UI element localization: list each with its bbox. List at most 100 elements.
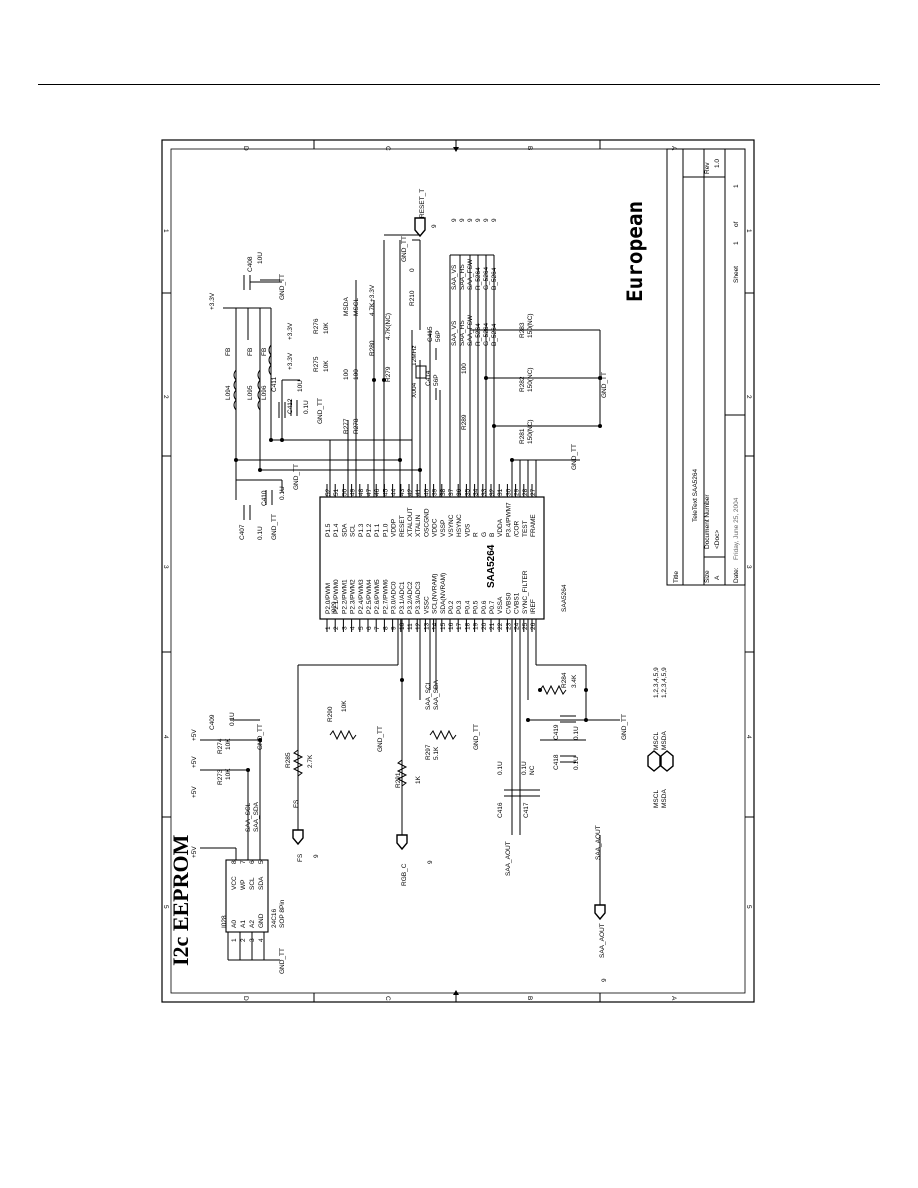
ic-pin-number: 7 bbox=[374, 626, 381, 630]
label-r284-value: 3.4K bbox=[571, 674, 578, 688]
ic-pin-number: 26 bbox=[530, 622, 537, 630]
ic-pin-name: P2.2/PWM1 bbox=[341, 579, 348, 614]
label-reset-sheet: 9 bbox=[431, 224, 438, 228]
saa-aout-connector-icon bbox=[594, 904, 606, 921]
frame-letter-d-top: D bbox=[242, 146, 249, 151]
ic-pin-name: P3.0/ADC0 bbox=[391, 581, 398, 614]
inner-frame bbox=[170, 148, 746, 994]
rev-value: 1.0 bbox=[714, 159, 721, 168]
label-c416-value: 0.1U bbox=[497, 761, 504, 775]
outer-frame bbox=[161, 139, 755, 1003]
ic-pin-number: 21 bbox=[489, 622, 496, 630]
label-r281-value: 150(NC) bbox=[527, 419, 534, 444]
ic-pins: 1P2.0/PWM2P2.1/PWM03P2.2/PWM14P2.3/PWM25… bbox=[325, 484, 537, 632]
label-mscl-top: MSCL bbox=[353, 298, 360, 316]
ic-pin-name: P2.7/PWM6 bbox=[382, 579, 389, 614]
ic-pin-number: 31 bbox=[497, 488, 504, 496]
ic-pin-number: 20 bbox=[481, 622, 488, 630]
label-l094: L094 bbox=[225, 385, 232, 400]
label-gnd-c408: GND_TT bbox=[279, 274, 286, 300]
eeprom-part: 24C16 bbox=[271, 908, 278, 928]
ic-pin-name: P3.2/ADC2 bbox=[407, 581, 414, 614]
ic-pin-name: P3.3/ADC3 bbox=[415, 581, 422, 614]
label-c414: C414 bbox=[425, 370, 432, 386]
frame-letter-b-top: B bbox=[526, 146, 533, 150]
frame-letter-c-bottom: C bbox=[384, 996, 391, 1001]
ic-pin-number: 11 bbox=[407, 623, 414, 630]
label-c407-value: 0.1U bbox=[257, 526, 264, 540]
ic-pin-name: P2.5/PWM4 bbox=[366, 579, 373, 614]
label-r289-value: 100 bbox=[461, 363, 468, 374]
reset-connector-icon bbox=[414, 217, 426, 238]
ic-pin-name: P0.2 bbox=[448, 600, 455, 614]
eeprom-pin-number: 7 bbox=[240, 860, 247, 864]
ic-pin-number: 12 bbox=[415, 622, 422, 630]
label-c418-value: 0.1U bbox=[573, 756, 580, 770]
eeprom-pin-number: 5 bbox=[258, 860, 265, 864]
label-c409: C409 bbox=[209, 714, 216, 730]
label-c416: C416 bbox=[497, 802, 504, 818]
label-r210-value: 0 bbox=[409, 268, 416, 272]
ic-pin-name: SCL(NVRAM) bbox=[432, 574, 439, 614]
label-reset-net: RESET_T bbox=[419, 189, 426, 218]
ic-pin-name: HSYNC bbox=[456, 514, 463, 537]
label-r283: R283 bbox=[519, 322, 526, 338]
eeprom-pin-name: WP bbox=[240, 880, 247, 890]
ic-pin-number: 6 bbox=[366, 626, 373, 630]
eeprom-pin-name: VCC bbox=[231, 876, 238, 890]
label-mscl-right: MSCL bbox=[653, 732, 660, 750]
of-label: of bbox=[733, 221, 740, 227]
label-x004-value: 12MHz bbox=[411, 345, 418, 366]
label-c407: C407 bbox=[239, 524, 246, 540]
msda-connector-icon bbox=[660, 750, 674, 772]
label-c415: C415 bbox=[427, 326, 434, 342]
label-r273: R273 bbox=[217, 769, 224, 785]
ic-pin-name: P3.4/PWM7 bbox=[505, 502, 512, 537]
label-saa-vs-sheet: 9 bbox=[451, 218, 458, 222]
label-c418: C418 bbox=[553, 754, 560, 770]
ic-pin-number: 27 bbox=[530, 488, 537, 496]
sheet-label: Sheet bbox=[733, 266, 740, 283]
ic-pin-number: 48 bbox=[358, 488, 365, 496]
label-l094-value: FB bbox=[225, 348, 232, 356]
ic-pin-number: 39 bbox=[432, 488, 439, 496]
label-r5264-sheet: 9 bbox=[475, 218, 482, 222]
label-fs-sheet: 9 bbox=[313, 854, 320, 858]
ic-pin-name: VSSA bbox=[497, 596, 504, 614]
ic-pin-name: SYNC_FILTER bbox=[522, 570, 529, 614]
label-c417-value: 0.1U bbox=[521, 761, 528, 775]
ic-pin-number: 45 bbox=[382, 488, 389, 496]
wiring bbox=[223, 234, 601, 520]
label-r5264: R_5264 bbox=[475, 267, 482, 290]
label-gnd-c412: GND_TT bbox=[317, 398, 324, 424]
ic-pin-number: 47 bbox=[366, 488, 373, 496]
ic-pin-name: VDS bbox=[464, 523, 471, 537]
ic-pin-name: G bbox=[481, 532, 488, 537]
label-gnd-term: GND_TT bbox=[601, 372, 608, 398]
ic-pin-name: XTALIN bbox=[415, 514, 422, 537]
ic-pin-name: OSCGND bbox=[423, 508, 430, 537]
label-mscl-sheets: 1,2,3,4,5,9 bbox=[653, 667, 660, 698]
label-saa-hs-sheet: 9 bbox=[459, 218, 466, 222]
label-c414-value: 56P bbox=[433, 374, 440, 386]
label-gnd-c410: GND_TT bbox=[293, 464, 300, 490]
ic-pin-number: 9 bbox=[391, 626, 398, 630]
fs-connector-icon bbox=[292, 829, 304, 846]
label-c412-value: 0.1U bbox=[303, 400, 310, 414]
label-c419-value: 0.1U bbox=[573, 726, 580, 740]
label-l095-value: FB bbox=[247, 348, 254, 356]
frame-number-5-right: 5 bbox=[745, 905, 752, 909]
label-c408: C408 bbox=[247, 256, 254, 272]
frame-number-3-right: 3 bbox=[745, 565, 752, 569]
label-r291: R291 bbox=[395, 772, 402, 788]
label-r291-value: 1K bbox=[415, 775, 422, 784]
label-c417: C417 bbox=[523, 802, 530, 818]
eeprom-ref: I028 bbox=[221, 915, 228, 928]
label-plus5v-3: +5V bbox=[191, 756, 198, 768]
label-mscl-left: MSCL bbox=[653, 790, 660, 808]
ic-pin-name: P1.5 bbox=[325, 523, 332, 537]
label-r279-value: 4.7K(NC) bbox=[385, 313, 392, 340]
label-c409-value: 0.1U bbox=[229, 712, 236, 726]
label-r275-value: 10K bbox=[323, 360, 330, 372]
